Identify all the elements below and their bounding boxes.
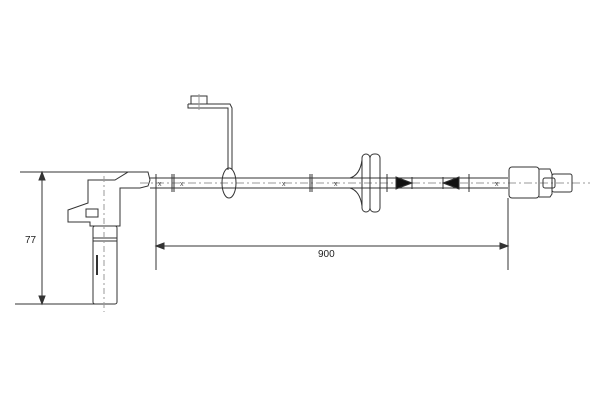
grommet-small [221,167,237,199]
grommet-large [349,153,381,213]
cable-mark: x [282,181,286,188]
cable [140,174,590,270]
cable-mark: x [180,181,184,188]
sensor-body [67,171,151,312]
height-dimension-label: 77 [25,235,37,246]
bracket [187,94,233,170]
length-dimension [154,198,510,270]
cable-mark: x [495,181,499,188]
cable-mark: x [334,181,338,188]
connector [508,166,573,199]
cable-mark: x [158,181,162,188]
cable-marker-right [441,176,460,190]
length-dimension-label: 900 [318,249,335,260]
cable-marker-left [395,176,414,190]
